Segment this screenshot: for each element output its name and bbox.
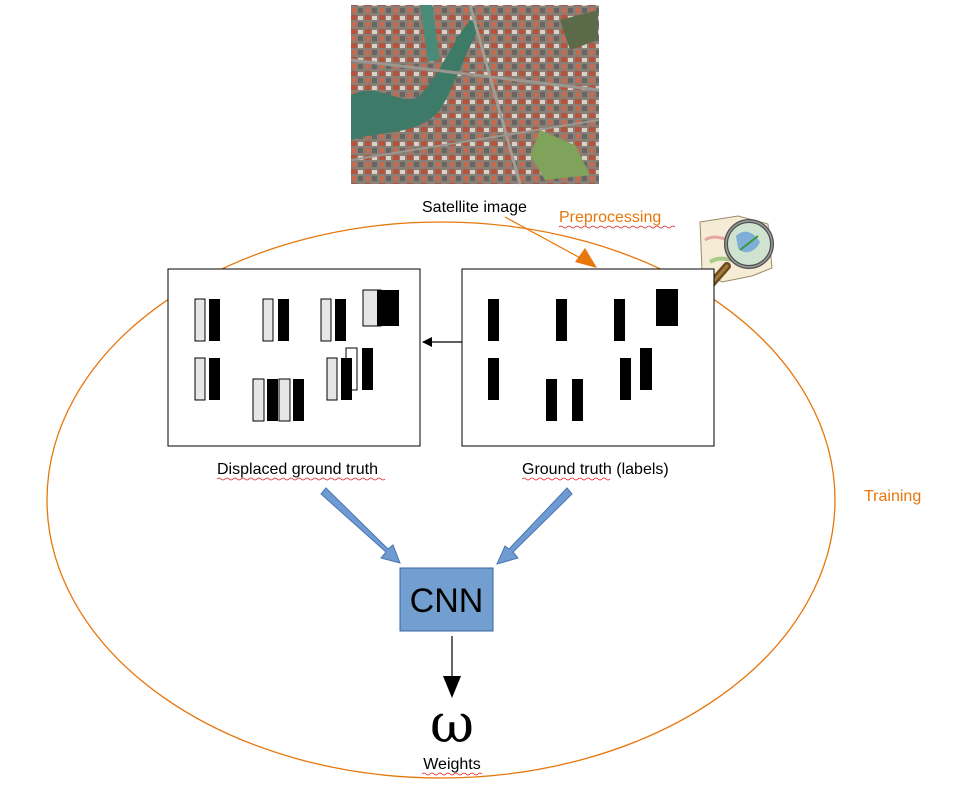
right-blue-arrow <box>496 487 573 565</box>
preprocessing-label: Preprocessing <box>559 209 661 226</box>
satellite-label: Satellite image <box>422 199 527 216</box>
displaced-spellcheck-underline <box>216 477 386 481</box>
displaced-buildings <box>194 289 399 422</box>
training-ellipse <box>46 221 836 779</box>
weights-symbol: ω <box>430 692 474 755</box>
cnn-to-weights-arrow-head <box>443 676 461 698</box>
weights-spellcheck-underline <box>421 772 483 776</box>
preprocessing-arrow-head <box>575 248 597 268</box>
ground-truth-buildings <box>488 289 678 421</box>
weights-label: Weights <box>423 756 481 773</box>
training-label: Training <box>864 488 921 505</box>
displaced-ground-truth-label: Displaced ground truth <box>217 461 378 478</box>
openstreetmap-magnifier-icon <box>699 215 774 294</box>
satellite-leader-line <box>504 216 585 261</box>
left-blue-arrow <box>320 487 401 564</box>
cnn-box <box>399 567 494 632</box>
satellite-image <box>350 4 600 185</box>
cnn-label: CNN <box>410 582 484 620</box>
ground-truth-label: Ground truth (labels) <box>522 461 669 478</box>
ground-truth-spellcheck-underline <box>521 477 611 481</box>
preprocessing-spellcheck-underline <box>558 225 676 229</box>
